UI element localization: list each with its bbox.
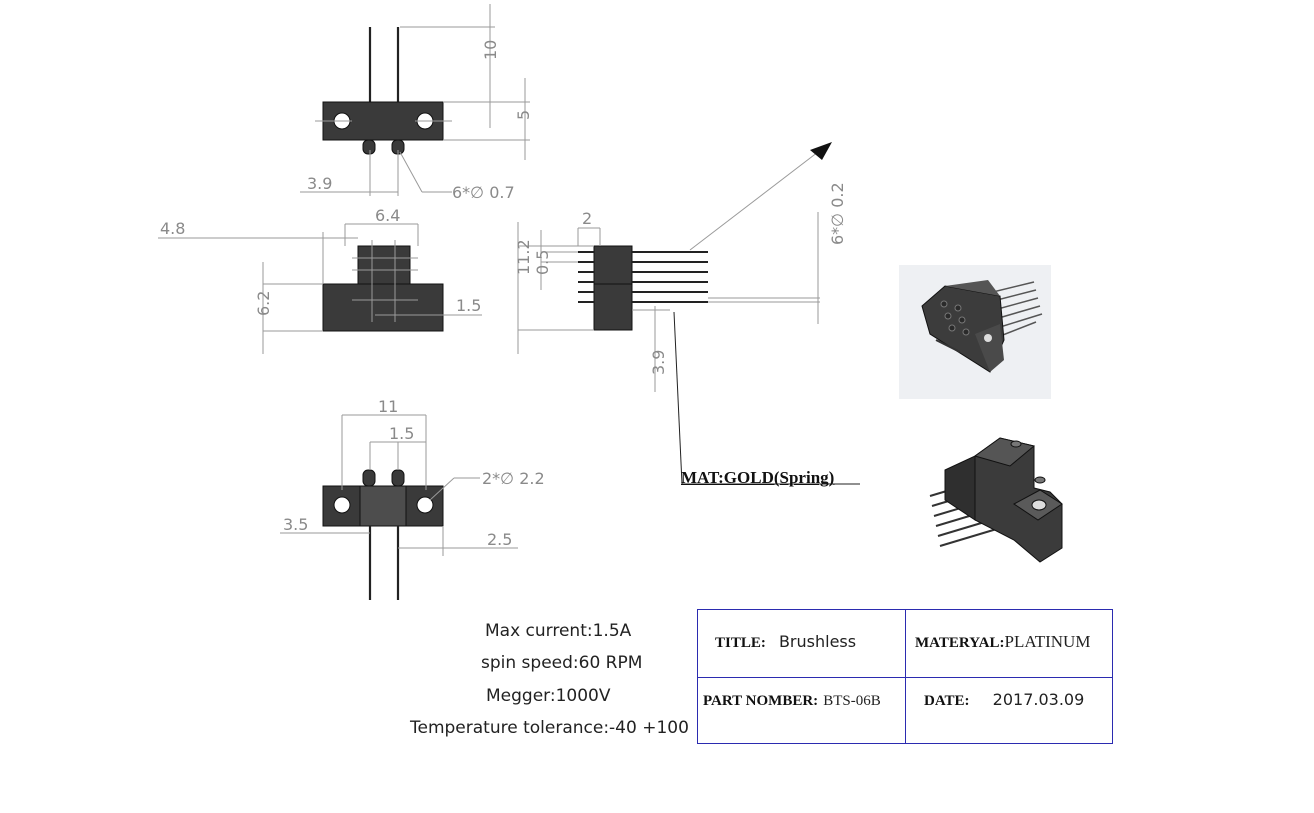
dim-top-5: 5 [514, 110, 533, 120]
date-label: DATE: [924, 693, 970, 709]
side-view: 2 11.2 0.5 3.9 6*∅ 0.2 [514, 142, 860, 485]
title-block: TITLE: Brushless MATERYAL:PLATINUM PART … [697, 609, 1113, 744]
title-label: TITLE: [715, 635, 766, 651]
dim-bottom-1-5: 1.5 [389, 424, 414, 443]
iso-render-shaded [899, 265, 1051, 399]
spec-spin-speed: spin speed:60 RPM [481, 653, 643, 673]
dim-front-4-8: 4.8 [160, 219, 185, 238]
material-label: MATERYAL: [915, 635, 1005, 651]
title-block-divider-v [905, 610, 906, 743]
dim-bottom-11: 11 [378, 397, 398, 416]
dim-bottom-hole-dia: 2*∅ 2.2 [482, 469, 545, 488]
dim-front-1-5: 1.5 [456, 296, 481, 315]
spec-megger: Megger:1000V [486, 686, 611, 706]
dim-side-2: 2 [582, 209, 592, 228]
iso-render-isometric [929, 437, 1063, 563]
part-cell: PART NOMBER: BTS-06B [703, 690, 881, 710]
bottom-view: 11 1.5 3.5 2.5 2*∅ 2.2 [280, 397, 545, 600]
spec-max-current: Max current:1.5A [485, 621, 632, 641]
dim-bottom-3-5: 3.5 [283, 515, 308, 534]
top-view: 10 5 3.9 6*∅ 0.7 [300, 4, 533, 202]
spec-temperature: Temperature tolerance:-40 +100 [410, 718, 689, 738]
dim-side-11-2: 11.2 [514, 239, 533, 275]
dim-side-0-5: 0.5 [533, 250, 552, 275]
material-cell: MATERYAL:PLATINUM [915, 632, 1090, 652]
material-note: MAT:GOLD(Spring) [681, 468, 835, 487]
dim-top-10: 10 [481, 40, 500, 60]
date-value: 2017.03.09 [992, 690, 1085, 709]
dim-side-3-9: 3.9 [649, 350, 668, 375]
date-cell: DATE: 2017.03.09 [924, 690, 1084, 710]
dim-side-wire-dia: 6*∅ 0.2 [828, 182, 847, 245]
dim-top-pin-dia: 6*∅ 0.7 [452, 183, 515, 202]
dim-front-6-4: 6.4 [375, 206, 400, 225]
part-value: BTS-06B [823, 693, 881, 709]
title-block-divider-h [698, 677, 1112, 678]
front-view: 6.4 4.8 6.2 1.5 [158, 206, 482, 354]
dim-front-6-2: 6.2 [254, 291, 273, 316]
title-cell: TITLE: Brushless [715, 632, 856, 652]
part-label: PART NOMBER: [703, 693, 819, 709]
title-value: Brushless [778, 632, 857, 651]
dim-bottom-2-5: 2.5 [487, 530, 512, 549]
dim-top-3-9: 3.9 [307, 174, 332, 193]
material-value: PLATINUM [1004, 632, 1091, 651]
